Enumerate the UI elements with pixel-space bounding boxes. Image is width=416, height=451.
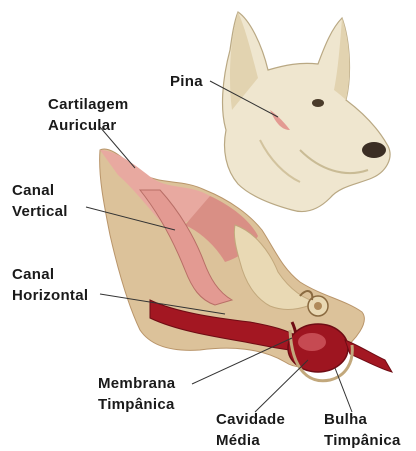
label-membrana-timpanica: Membrana Timpânica	[98, 373, 175, 415]
dog-head-illustration	[223, 12, 391, 212]
leader-line-cavidade	[255, 360, 308, 412]
label-cartilagem-auricular: Cartilagem Auricular	[48, 94, 129, 136]
label-pina: Pina	[170, 71, 203, 92]
label-canal-vertical: Canal Vertical	[12, 180, 68, 222]
label-canal-horizontal: Canal Horizontal	[12, 264, 88, 306]
